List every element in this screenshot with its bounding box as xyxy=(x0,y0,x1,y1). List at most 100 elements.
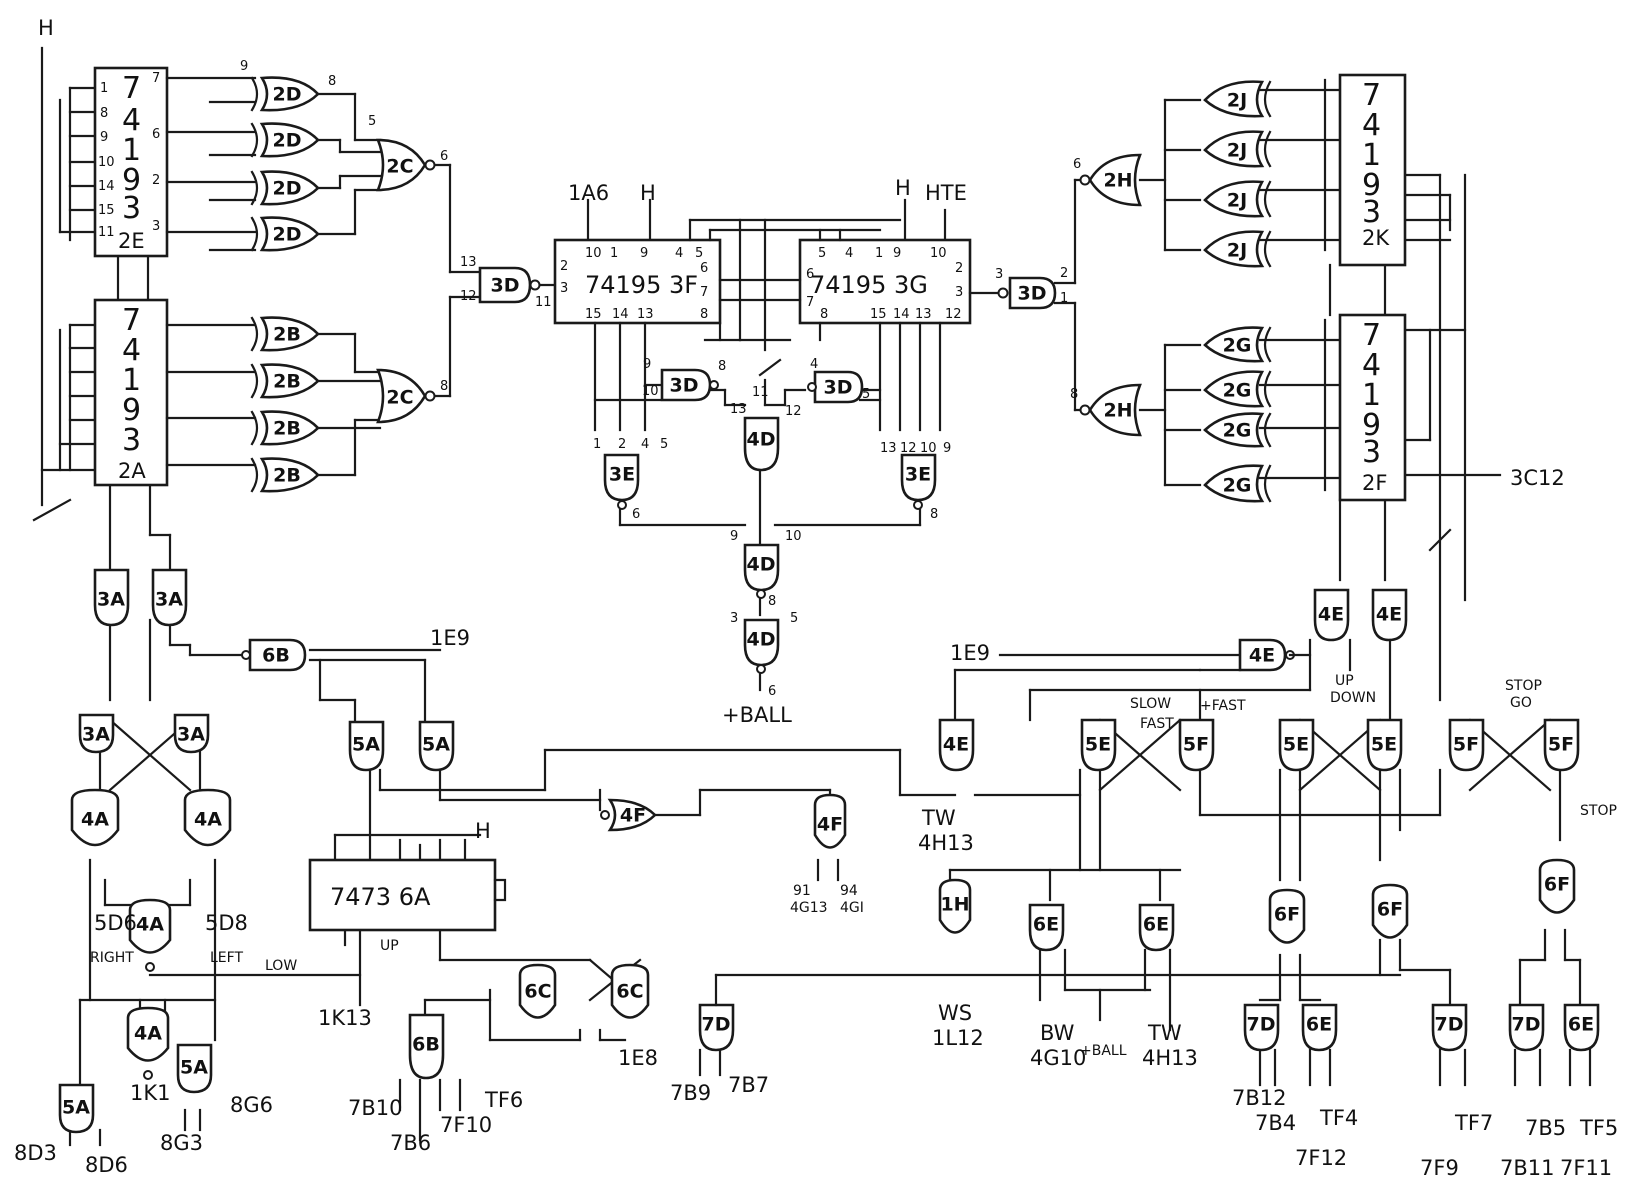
pin-label: 8 xyxy=(440,379,448,394)
xor-gates-2g xyxy=(1203,326,1272,503)
nand-gate-4e-a xyxy=(1313,588,1350,642)
nand-gate-5e-c xyxy=(1366,718,1403,772)
nand-gate-6b-lower xyxy=(408,1013,445,1080)
gate-4a-label: 4A xyxy=(136,914,164,936)
pin-label: 3 xyxy=(152,219,160,234)
bottom-right-wires xyxy=(948,638,1592,1087)
pin-label: 5 xyxy=(660,437,668,452)
nand-gate-5a-b xyxy=(176,1043,213,1094)
label-8g3: 8G3 xyxy=(160,1131,203,1155)
gate-2b-label: 2B xyxy=(273,324,301,346)
label-7b4: 7B4 xyxy=(1255,1111,1296,1135)
gate-6f-label: 6F xyxy=(1377,899,1403,921)
counter-chip-2a xyxy=(93,298,169,487)
gate-5f-label: 5F xyxy=(1453,734,1479,756)
label-stop-2: STOP xyxy=(1580,803,1617,819)
gate-6c-label: 6C xyxy=(616,981,643,1003)
gate-2g-label: 2G xyxy=(1223,475,1252,497)
label-1k13: 1K13 xyxy=(318,1006,372,1030)
gate-2d-label: 2D xyxy=(273,84,302,106)
nand-gate-3e-right xyxy=(900,453,937,502)
label-7b10: 7B10 xyxy=(348,1096,403,1120)
gate-5a-label: 5A xyxy=(180,1057,208,1079)
gate-4e-label: 4E xyxy=(1249,645,1275,667)
chip-2f-ref: 2F xyxy=(1362,471,1387,495)
gate-2j-label: 2J xyxy=(1227,240,1247,262)
gate-4d-label: 4D xyxy=(747,554,776,576)
pin-label: 1 xyxy=(1060,291,1068,306)
pin-label: 2 xyxy=(618,437,626,452)
label-8d6: 8D6 xyxy=(85,1153,128,1177)
pin-label: 10 xyxy=(98,155,115,170)
label-tw-1: TW xyxy=(921,806,956,830)
gate-7d-label: 7D xyxy=(702,1014,731,1036)
gate-3d-label: 3D xyxy=(670,375,699,397)
chip-6a-label: 7473 6A xyxy=(330,883,431,911)
pin-label: 4 xyxy=(845,246,853,261)
or-gate-6f-b xyxy=(1371,883,1409,939)
pin-label: 2 xyxy=(152,173,160,188)
pin-label: 12 xyxy=(460,289,477,304)
pin-label: 6 xyxy=(806,267,814,282)
nand-gate-3a-b xyxy=(151,568,188,627)
pin-label: 1 xyxy=(875,246,883,261)
pin-label: 5 xyxy=(818,246,826,261)
gate-4a-label: 4A xyxy=(81,809,109,831)
nand-gate-3d-right xyxy=(1008,276,1057,310)
nand-gate-4d-upper xyxy=(743,416,780,472)
chip-2k-digit-2: 4 xyxy=(1362,108,1381,143)
or-gate-6f-a xyxy=(1268,888,1306,944)
label-7f11: 7F11 xyxy=(1560,1156,1612,1180)
label-1e9: 1E9 xyxy=(430,626,470,650)
pin-label: 1 xyxy=(593,437,601,452)
gate-2b-label: 2B xyxy=(273,418,301,440)
nand-gate-5a-c xyxy=(348,720,385,772)
shift-register-interconnect xyxy=(688,218,902,377)
label-stop: STOP xyxy=(1505,678,1542,694)
nand-gate-6e-c xyxy=(1301,1003,1338,1052)
pin-label: 1 xyxy=(100,81,108,96)
pin-label: 7 xyxy=(700,285,708,300)
nand-gate-5f-b xyxy=(1448,718,1485,772)
pin-label: 9 xyxy=(100,130,108,145)
counter-chip-2k xyxy=(1338,73,1407,267)
pin-label: 8 xyxy=(718,359,726,374)
gate-3a-label: 3A xyxy=(82,724,110,746)
gate-2d-label: 2D xyxy=(273,130,302,152)
pin-label: 15 xyxy=(98,203,115,218)
or-gate-4a-d xyxy=(126,1006,170,1062)
label-4g10: 4G10 xyxy=(1030,1046,1086,1070)
gate-6f-label: 6F xyxy=(1544,874,1570,896)
pin-label: 10 xyxy=(785,529,802,544)
label-ws: WS xyxy=(938,1001,972,1025)
or-gate-6f-c xyxy=(1538,858,1576,914)
label-4gi: 4GI xyxy=(840,900,864,916)
gate-4e-label: 4E xyxy=(943,734,969,756)
label-91: 91 xyxy=(793,883,811,899)
label-bw: BW xyxy=(1040,1021,1075,1045)
label-hte: HTE xyxy=(925,181,967,205)
pin-label: 3 xyxy=(730,611,738,626)
label-h-top: H xyxy=(38,16,54,40)
gate-2h-label: 2H xyxy=(1103,170,1132,192)
pin-label: 4 xyxy=(810,357,818,372)
gate-2g-label: 2G xyxy=(1223,380,1252,402)
pin-label: 15 xyxy=(870,307,887,322)
label-7b5: 7B5 xyxy=(1525,1116,1566,1140)
or-gate-1h xyxy=(938,878,972,934)
nand-gate-3e-left xyxy=(603,453,640,502)
label-h-6a: H xyxy=(475,819,491,843)
gate-3d-label: 3D xyxy=(1018,283,1047,305)
pin-label: 2 xyxy=(955,261,963,276)
label-5d6: 5D6 xyxy=(94,911,137,935)
gate-2c-label: 2C xyxy=(386,387,413,409)
label-3c12: 3C12 xyxy=(1510,466,1565,490)
label-8d3: 8D3 xyxy=(14,1141,57,1165)
pin-label: 8 xyxy=(700,307,708,322)
label-7f10: 7F10 xyxy=(440,1113,492,1137)
nand-gate-5f-c xyxy=(1543,718,1580,772)
chip-2e-ref: 2E xyxy=(118,229,145,253)
gate-1h-label: 1H xyxy=(940,894,969,916)
or-gate-4a-a xyxy=(70,788,120,847)
pin-label: 8 xyxy=(820,307,828,322)
